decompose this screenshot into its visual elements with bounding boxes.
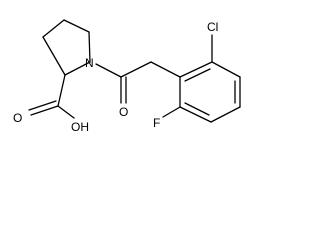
bond-ring-5-6 — [179, 106, 212, 123]
bond-cacid-o-double-b — [28, 100, 57, 111]
bond-ring-1-2-inner — [184, 68, 211, 82]
bond-ch2-ring — [150, 61, 181, 78]
bond-n-camide — [95, 63, 122, 78]
bond-cacid-oh — [57, 105, 75, 119]
bond-camide-ch2 — [120, 61, 152, 78]
bond-c3-n — [88, 31, 91, 63]
bond-ring-f — [162, 106, 181, 118]
bond-c2-cacid — [57, 74, 66, 107]
bond-cacid-o-double-a — [30, 105, 59, 116]
atom-label-oh: OH — [71, 120, 89, 134]
bond-ring-1-2 — [179, 61, 213, 78]
atom-label-o-acid: O — [13, 111, 22, 125]
bond-c5-c4 — [42, 19, 65, 38]
bond-c2-c5 — [42, 36, 66, 76]
atom-label-o-amide: O — [119, 105, 128, 119]
bond-ring-4-5 — [210, 106, 241, 123]
structure-diagram: N O OH O Cl F — [13, 19, 241, 134]
atom-label-cl: Cl — [207, 20, 218, 34]
bond-c4-c3 — [63, 19, 90, 33]
bond-ring-5-6-inner — [184, 102, 210, 116]
bond-n-c2 — [64, 61, 91, 76]
bond-ring-2-3 — [211, 61, 241, 78]
atom-label-n: N — [85, 56, 94, 70]
atom-label-f: F — [153, 116, 160, 130]
